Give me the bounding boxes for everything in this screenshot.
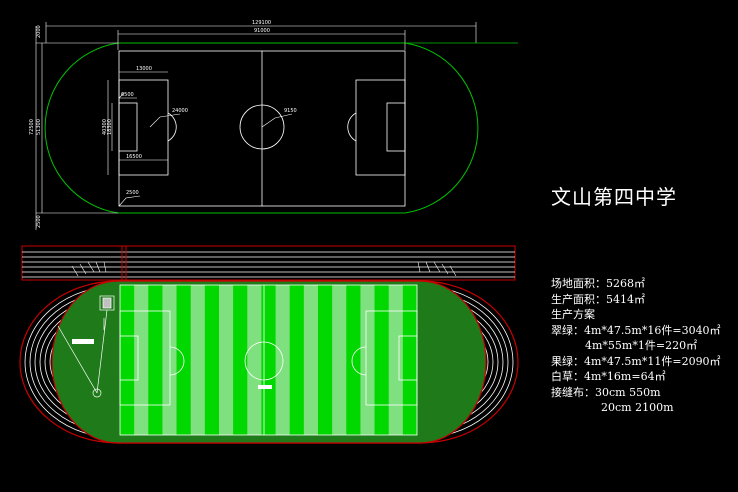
field-stripe	[289, 285, 305, 435]
dim-text-outer-width: 129100	[252, 20, 271, 26]
info-green-a: 翠绿：4m*47.5m*16件=3040㎡	[551, 323, 721, 337]
info-cloth-row: 20cm 2100m	[601, 401, 674, 414]
center-mark-white	[258, 385, 272, 389]
curve-marks-left	[71, 261, 107, 277]
field-stripe	[303, 285, 319, 435]
leader-radius-center	[261, 113, 293, 128]
field-stripe	[388, 285, 404, 435]
dim-text-penalty-depth: 16500	[126, 154, 142, 160]
sector-mark-white	[72, 339, 94, 344]
straightaway-lanes	[21, 245, 516, 281]
field-stripe	[120, 285, 135, 435]
dim-text-left-outer: 72500	[29, 119, 35, 135]
top-center-circle	[239, 104, 285, 150]
dim-text-penalty-height: 40300	[102, 119, 108, 135]
top-right-goal-box	[386, 102, 406, 152]
field-stripe	[190, 285, 206, 435]
field-stripe	[360, 285, 375, 435]
dim-text-radius-center: 9150	[284, 108, 297, 114]
dim-text-goal-area: 6500	[121, 92, 134, 98]
top-left-penalty-arc	[167, 112, 177, 142]
dim-text-radius-corner: 2500	[126, 190, 139, 196]
field-stripe	[346, 285, 361, 435]
field-stripes	[120, 285, 418, 435]
dim-text-top-offset: 2000	[36, 25, 42, 38]
school-title: 文山第四中学	[551, 185, 677, 209]
info-green-b: 4m*55m*1件=220㎡	[585, 339, 698, 352]
info-panel: 场地面积：5268㎡ 生产面积：5414㎡ 生产方案 翠绿：4m*47.5m*1…	[551, 276, 731, 416]
field-stripe	[148, 285, 163, 435]
info-fruit-green: 果绿：4m*47.5m*11件=2090㎡	[551, 354, 721, 368]
field-stripe	[318, 285, 333, 435]
field-stripe	[374, 285, 390, 435]
field-stripe	[233, 285, 248, 435]
field-stripe	[134, 285, 149, 435]
field-stripe	[261, 285, 276, 435]
top-right-penalty-arc	[347, 112, 357, 142]
info-production-area: 生产面积：5414㎡	[551, 292, 645, 306]
dim-text-radius-a: 24000	[172, 108, 188, 114]
throwing-sector	[57, 295, 115, 398]
leader-small-top	[118, 92, 125, 99]
dim-text-penalty-width: 13000	[136, 66, 152, 72]
top-left-goal-box	[118, 102, 138, 152]
top-right-penalty-box	[355, 79, 406, 176]
info-cloth-heading: 接缝布：30cm 550m	[551, 385, 661, 399]
field-stripe	[402, 285, 418, 435]
leader-radius-a	[149, 113, 181, 128]
info-white-grass: 白草：4m*16m=64㎡	[551, 370, 666, 383]
dim-text-inner-width: 91000	[254, 28, 270, 34]
dim-text-bottom-offset: 2500	[36, 215, 42, 228]
dim-text-goal-line: 18300	[107, 119, 113, 135]
info-plan-heading: 生产方案	[551, 308, 595, 321]
top-stadium-outline	[44, 42, 479, 214]
field-stripe	[204, 285, 220, 435]
field-markings	[119, 284, 418, 436]
field-stripe	[332, 285, 347, 435]
dim-text-left-inner: 51300	[36, 119, 42, 135]
curve-marks-right	[417, 261, 457, 277]
leader-radius-corner	[118, 195, 141, 207]
info-area: 场地面积：5268㎡	[551, 277, 645, 290]
field-stripe	[219, 285, 234, 435]
field-stripe	[247, 285, 262, 435]
